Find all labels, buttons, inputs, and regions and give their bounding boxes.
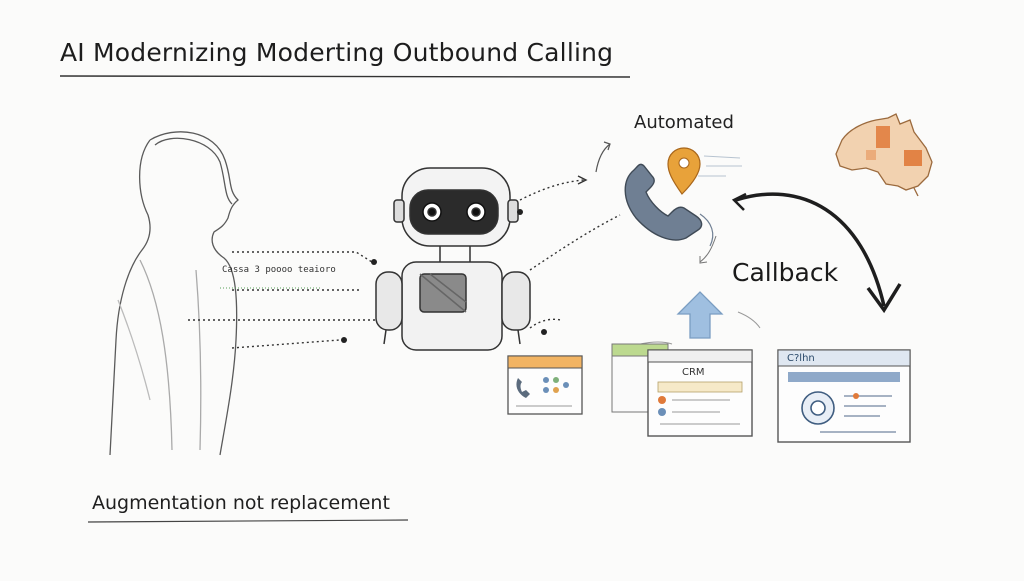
location-pin-icon: [667, 147, 701, 195]
page-title: AI Modernizing Moderting Outbound Callin…: [60, 38, 614, 67]
robot: [375, 167, 531, 351]
speed-lines: [698, 155, 742, 177]
subtitle: Augmentation not replacement: [92, 492, 390, 514]
person-silhouette: [109, 131, 239, 456]
scribble-label: Cassa 3 poooo teaioro: [222, 265, 336, 275]
phone-icon: [624, 163, 714, 247]
callback-label: Callback: [732, 258, 839, 287]
window3-title: C?lhn: [787, 353, 815, 364]
app-window-crm: [611, 343, 753, 437]
app-window-contact: [777, 349, 911, 443]
crm-label: CRM: [682, 367, 705, 378]
title-underline: [59, 75, 631, 78]
australia-map: [835, 113, 933, 197]
callback-arrow: [731, 192, 902, 314]
dotted-connectors-left: [188, 251, 400, 349]
subtitle-underline: [87, 519, 409, 523]
automated-label: Automated: [634, 112, 734, 133]
small-arrow: [595, 143, 611, 173]
dotted-connectors-robot: [519, 179, 621, 329]
app-window-phone: [507, 355, 583, 415]
up-arrow-icon: [676, 291, 724, 339]
